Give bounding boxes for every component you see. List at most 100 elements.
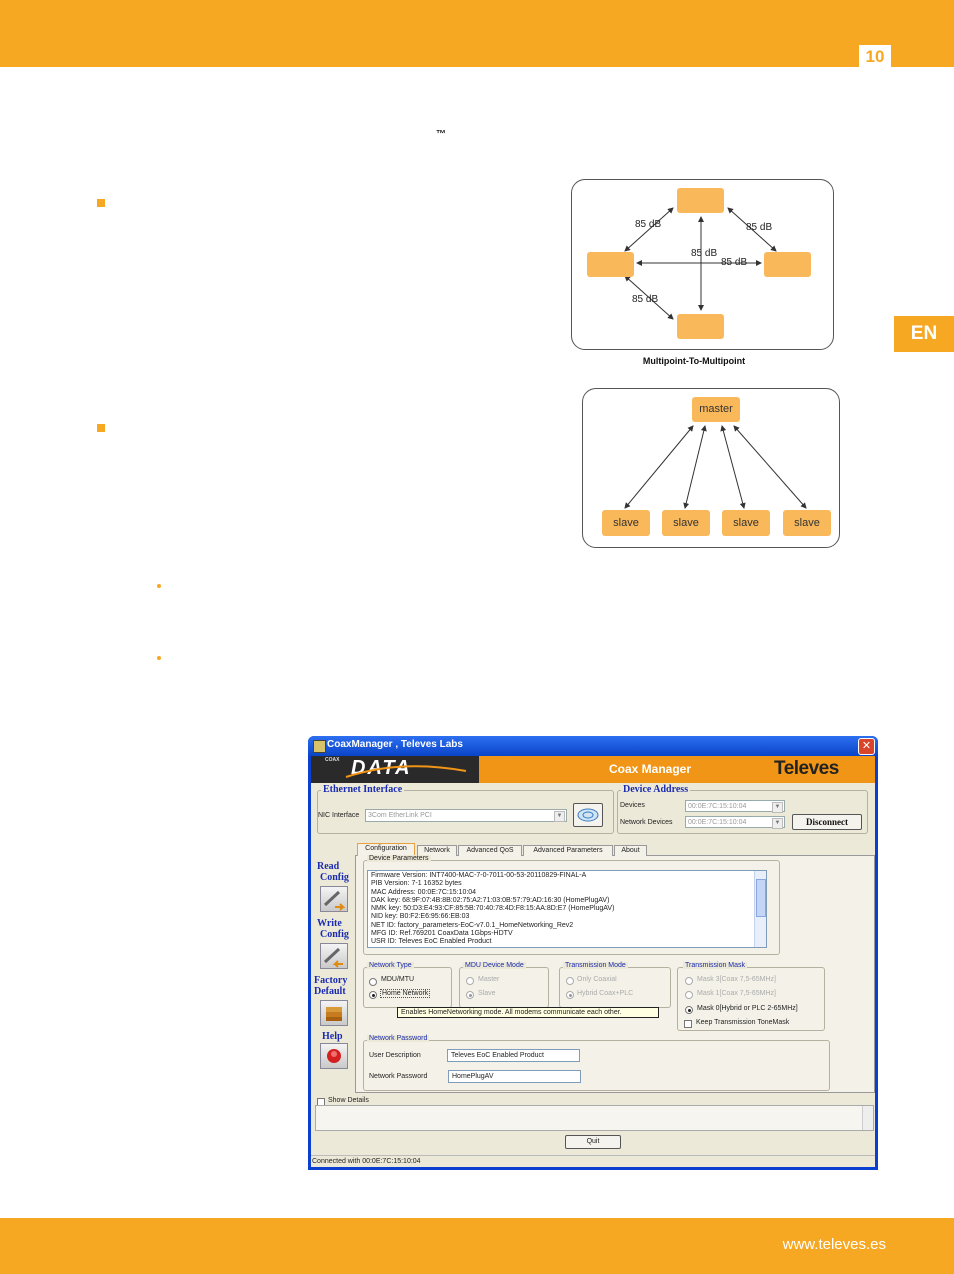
param-line: DAK key: 68:9F:07:4B:8B:02:75:A2:71:03:0… <box>371 896 610 904</box>
slave-node: slave <box>662 510 710 536</box>
radio-master[interactable] <box>466 977 474 985</box>
transmission-mask-group <box>677 967 825 1031</box>
logo-small-text: COAX <box>325 757 340 763</box>
radio-mdu-mtu-label: MDU/MTU <box>381 976 415 983</box>
keep-tonemask-label: Keep Transmission ToneMask <box>696 1019 790 1026</box>
devices-label: Devices <box>620 802 645 809</box>
footer-bar <box>0 1218 954 1274</box>
app-icon <box>313 740 326 753</box>
nic-select[interactable]: 3Com EtherLink PCI ▼ <box>365 809 567 822</box>
write-config-label: Config <box>320 929 349 940</box>
details-scrollbar[interactable] <box>862 1106 873 1130</box>
coaxmanager-window: CoaxManager , Televes Labs ✕ COAX DATA C… <box>308 736 878 1170</box>
network-adapter-icon <box>577 808 599 822</box>
device-parameters-group <box>363 860 780 955</box>
transmission-mask-title: Transmission Mask <box>683 962 748 969</box>
details-box[interactable] <box>315 1105 874 1131</box>
param-line: NMK key: 50:D3:E4:93:CF:85:5B:70:40:78:4… <box>371 905 615 913</box>
quit-button[interactable]: Quit <box>565 1135 621 1149</box>
slave-node: slave <box>722 510 770 536</box>
read-config-label: Read <box>317 861 340 872</box>
arrow-left-top <box>624 207 674 252</box>
edge-label: 85 dB <box>691 248 718 259</box>
trademark-symbol: ™ <box>436 129 446 140</box>
tools-arrow-icon <box>323 890 346 911</box>
radio-home-network-label: Home Network <box>380 989 431 998</box>
user-description-input[interactable]: Televes EoC Enabled Product <box>447 1049 580 1062</box>
radio-only-coaxial[interactable] <box>566 977 574 985</box>
radio-only-coaxial-label: Only Coaxial <box>577 976 617 983</box>
factory-default-button[interactable]: Factory Default <box>314 975 347 997</box>
books-icon <box>326 1007 342 1021</box>
radio-mdu-mtu[interactable] <box>369 978 377 986</box>
device-address-group <box>617 790 868 834</box>
radio-master-label: Master <box>478 976 500 983</box>
param-line: PIB Version: 7-1 16352 bytes <box>371 880 462 888</box>
window-titlebar[interactable]: CoaxManager , Televes Labs ✕ <box>308 736 878 756</box>
chevron-down-icon: ▼ <box>772 818 783 829</box>
logo-swoosh-icon <box>345 765 467 778</box>
mdu-mode-group <box>459 967 549 1008</box>
help-button[interactable]: Help <box>322 1031 343 1042</box>
mesh-node-left <box>587 252 634 277</box>
banner-title: Coax Manager <box>609 762 692 776</box>
arrow-left-bottom <box>624 275 674 320</box>
mesh-node-right <box>764 252 811 277</box>
show-details-label: Show Details <box>328 1097 369 1104</box>
tooltip: Enables HomeNetworking mode. All modems … <box>397 1007 659 1018</box>
website-url[interactable]: www.televes.es <box>782 1236 886 1253</box>
param-line: MAC Address: 00:0E:7C:15:10:04 <box>371 888 477 896</box>
devices-select[interactable]: 00:0E:7C:15:10:04 ▼ <box>685 800 785 813</box>
factory-default-label: Default <box>314 986 346 997</box>
device-address-title: Device Address <box>621 784 691 795</box>
read-config-button[interactable]: Read Config <box>317 861 349 883</box>
network-adapter-button[interactable] <box>573 803 603 827</box>
edge-label: 85 dB <box>632 294 659 305</box>
help-icon[interactable] <box>320 1043 348 1069</box>
chevron-down-icon: ▼ <box>554 811 565 822</box>
coaxdata-logo: COAX DATA <box>311 756 479 783</box>
read-config-icon[interactable] <box>320 886 348 912</box>
tab-advanced-qos[interactable]: Advanced QoS <box>458 845 522 856</box>
factory-default-icon[interactable] <box>320 1000 348 1026</box>
mesh-node-top <box>677 188 724 213</box>
close-button[interactable]: ✕ <box>858 738 875 755</box>
network-password-input[interactable]: HomePlugAV <box>448 1070 581 1083</box>
tab-advanced-parameters[interactable]: Advanced Parameters <box>523 845 613 856</box>
page-number: 10 <box>859 45 891 67</box>
write-config-icon[interactable] <box>320 943 348 969</box>
radio-mask-3[interactable] <box>685 977 693 985</box>
network-type-group <box>363 967 452 1008</box>
scrollbar-thumb[interactable] <box>756 879 766 917</box>
language-tab: EN <box>894 316 954 352</box>
tab-about[interactable]: About <box>614 845 647 856</box>
device-parameters-list[interactable]: Firmware Version: INT7400-MAC-7-0-7011-0… <box>367 870 767 948</box>
radio-slave[interactable] <box>466 991 474 999</box>
param-line: Firmware Version: INT7400-MAC-7-0-7011-0… <box>371 872 587 879</box>
status-bar: Connected with 00:0E:7C:15:10:04 <box>311 1155 875 1167</box>
param-line: NET ID: factory_parameters-EoC-v7.0.1_Ho… <box>371 921 574 929</box>
read-config-label: Config <box>320 872 349 883</box>
mdu-mode-title: MDU Device Mode <box>463 962 526 969</box>
mesh-diagram-arrows <box>624 207 777 320</box>
window-title: CoaxManager , Televes Labs <box>327 739 463 750</box>
radio-mask-1[interactable] <box>685 991 693 999</box>
tab-configuration[interactable]: Configuration <box>357 843 415 856</box>
radio-home-network[interactable] <box>369 991 377 999</box>
keep-tonemask-checkbox[interactable] <box>684 1020 692 1028</box>
mesh-node-bottom <box>677 314 724 339</box>
scrollbar[interactable] <box>754 871 766 947</box>
edge-label: 85 dB <box>635 219 662 230</box>
radio-mask-0[interactable] <box>685 1006 693 1014</box>
network-devices-select[interactable]: 00:0E:7C:15:10:04 ▼ <box>685 816 785 829</box>
radio-hybrid-label: Hybrid Coax+PLC <box>577 990 634 997</box>
radio-hybrid[interactable] <box>566 991 574 999</box>
network-devices-value: 00:0E:7C:15:10:04 <box>688 819 747 826</box>
tab-network[interactable]: Network <box>417 845 457 856</box>
devices-select-value: 00:0E:7C:15:10:04 <box>688 803 747 810</box>
write-config-button[interactable]: Write Config <box>317 918 349 940</box>
arrow-top-right <box>727 207 777 252</box>
disconnect-button[interactable]: Disconnect <box>792 814 862 830</box>
tools-arrow-icon <box>323 947 343 968</box>
param-line: MFG ID: Ref.769201 CoaxData 1Gbps-HDTV <box>371 930 513 938</box>
